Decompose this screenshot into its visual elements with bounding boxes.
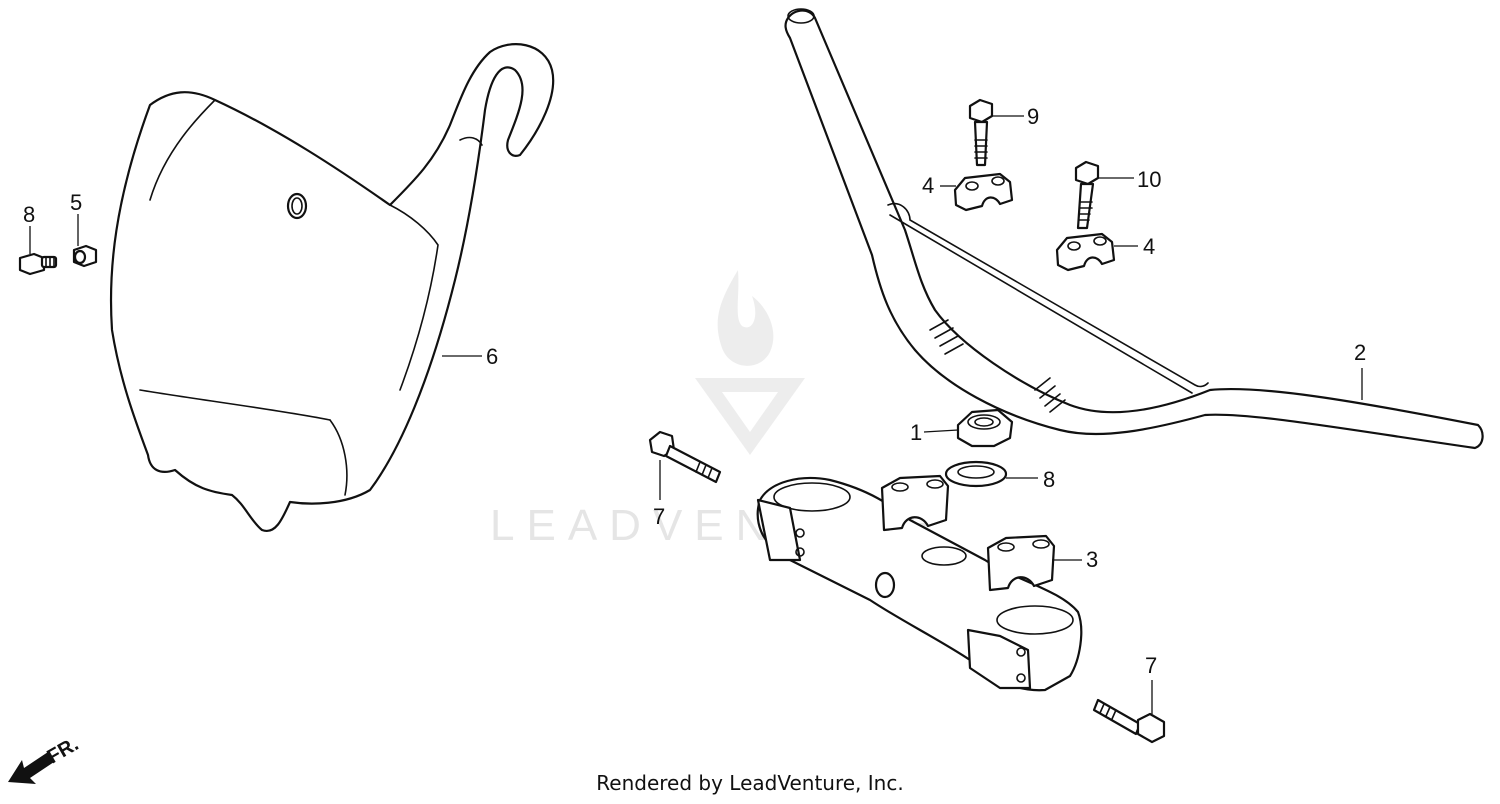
- number-plate[interactable]: [109, 43, 555, 533]
- callout-4a: 4: [922, 173, 934, 198]
- callout-3: 3: [1086, 547, 1098, 572]
- bolt-left[interactable]: [648, 430, 722, 484]
- nut[interactable]: [956, 408, 1014, 448]
- callout-10a: 9: [1027, 104, 1039, 129]
- collar[interactable]: [72, 244, 98, 268]
- bolt-holder-right[interactable]: [1074, 160, 1100, 230]
- callout-7b: 7: [1145, 653, 1157, 678]
- callout-8: 8: [1043, 467, 1055, 492]
- top-bridge[interactable]: [756, 474, 1083, 692]
- bolt-small[interactable]: [18, 252, 58, 276]
- callout-6: 6: [486, 344, 498, 369]
- callout-2: 2: [1354, 340, 1366, 365]
- footer-credit: Rendered by LeadVenture, Inc.: [596, 771, 904, 795]
- bolt-holder-left[interactable]: [968, 98, 994, 167]
- washer[interactable]: [944, 460, 1008, 488]
- callout-1: 1: [910, 420, 922, 445]
- callout-4b: 4: [1143, 234, 1155, 259]
- bolt-right[interactable]: [1092, 698, 1166, 744]
- holder-upper-left[interactable]: [953, 172, 1014, 212]
- leader-1: [923, 429, 959, 433]
- callout-10b: 10: [1137, 167, 1161, 192]
- holder-upper-right[interactable]: [1055, 232, 1116, 272]
- callout-9: 8: [23, 202, 35, 227]
- handlebar[interactable]: [784, 8, 1484, 450]
- callout-7a: 7: [653, 504, 665, 529]
- callout-5: 5: [70, 190, 82, 215]
